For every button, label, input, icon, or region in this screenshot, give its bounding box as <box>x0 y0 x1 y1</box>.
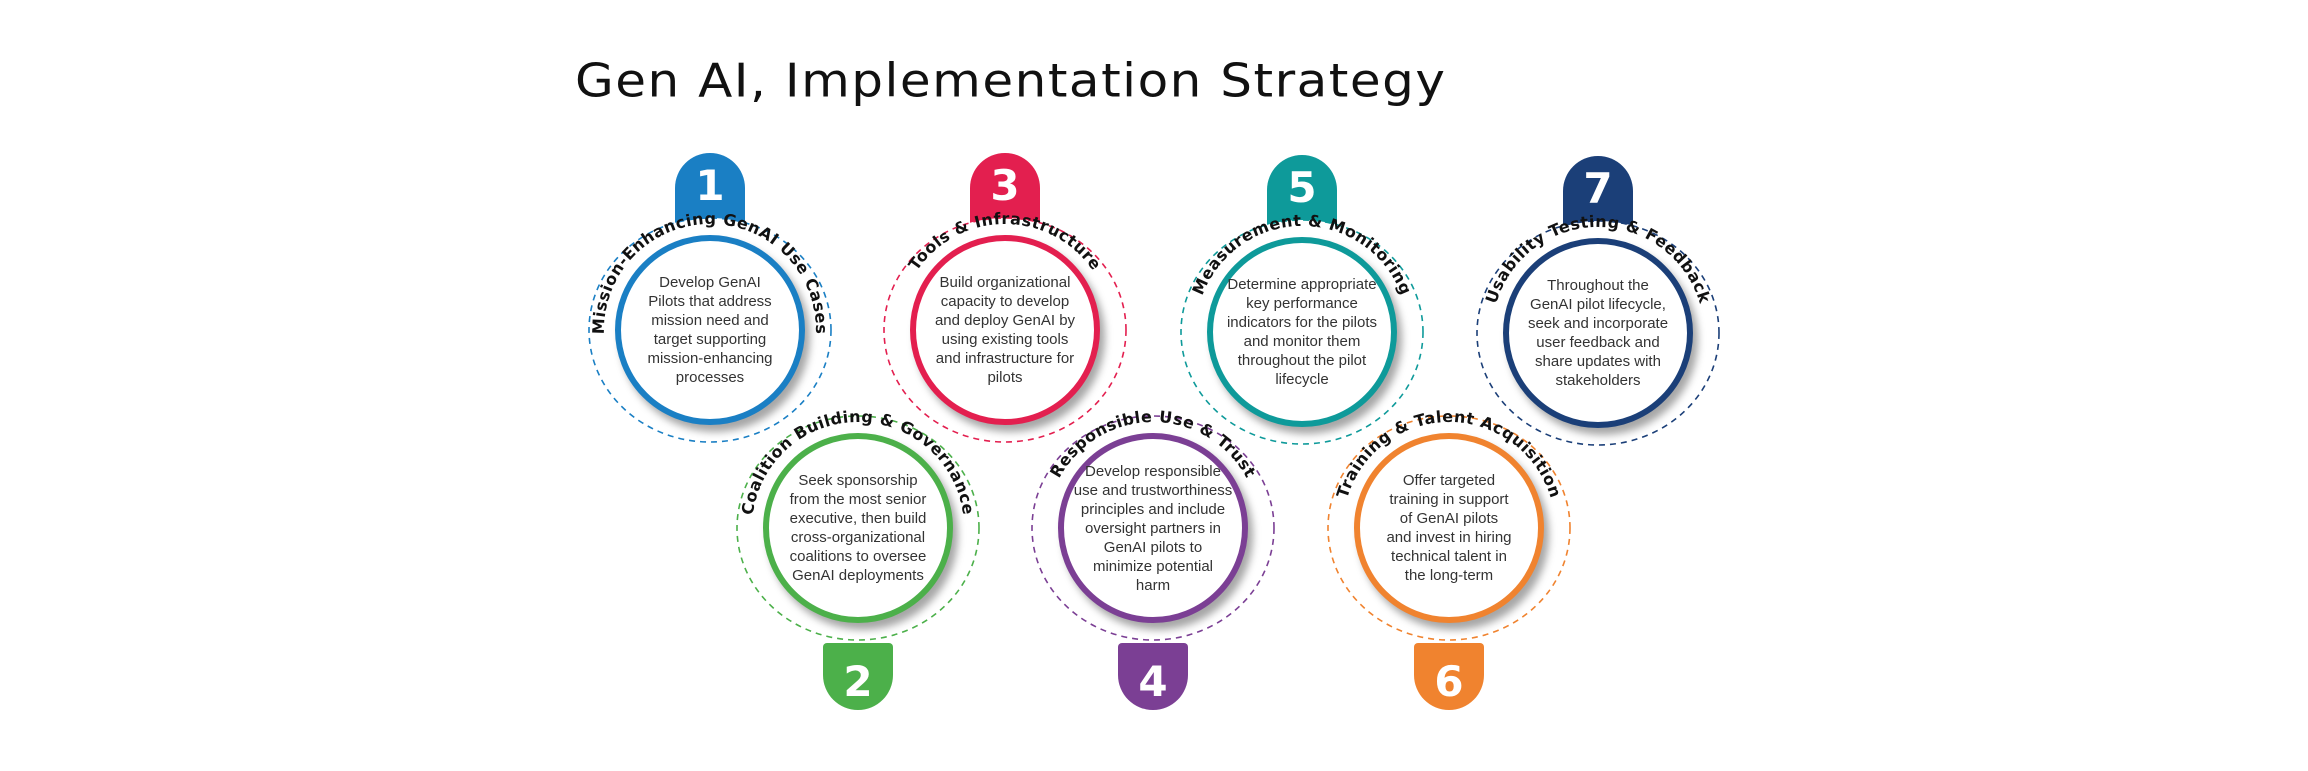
step-description: Throughout the GenAI pilot lifecycle, se… <box>1527 277 1669 389</box>
step-description: Offer targeted training in support of Ge… <box>1386 472 1512 584</box>
step-description: Develop GenAI Pilots that address missio… <box>647 274 773 386</box>
step-description: Develop responsible use and trustworthin… <box>1073 462 1233 594</box>
step-inner-circle: Determine appropriate key performance in… <box>1207 237 1397 427</box>
step-number-tab: 1 <box>675 153 745 228</box>
diagram-title: Gen AI, Implementation Strategy <box>575 54 1447 108</box>
step-number-tab: 4 <box>1118 643 1188 710</box>
step-number-tab: 6 <box>1414 643 1484 710</box>
step-inner-circle: Throughout the GenAI pilot lifecycle, se… <box>1503 238 1693 428</box>
step-number-tab: 2 <box>823 643 893 710</box>
step-inner-circle: Develop responsible use and trustworthin… <box>1058 433 1248 623</box>
step-description: Build organizational capacity to develop… <box>934 274 1076 386</box>
step-inner-circle: Offer targeted training in support of Ge… <box>1354 433 1544 623</box>
step-number-tab: 3 <box>970 153 1040 228</box>
step-inner-circle: Develop GenAI Pilots that address missio… <box>615 235 805 425</box>
step-inner-circle: Build organizational capacity to develop… <box>910 235 1100 425</box>
step-number-tab: 5 <box>1267 155 1337 230</box>
step-inner-circle: Seek sponsorship from the most senior ex… <box>763 433 953 623</box>
step-description: Seek sponsorship from the most senior ex… <box>789 472 927 584</box>
step-description: Determine appropriate key performance in… <box>1226 276 1378 388</box>
step-number-tab: 7 <box>1563 156 1633 231</box>
